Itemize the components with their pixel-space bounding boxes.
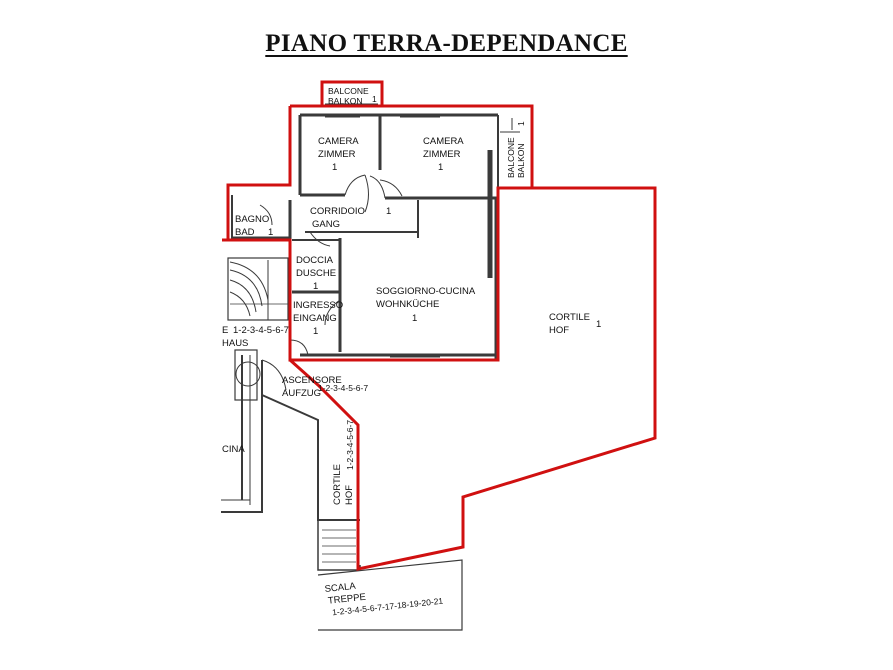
svg-text:GANG: GANG <box>312 219 340 230</box>
svg-text:1-2-3-4-5-6-7: 1-2-3-4-5-6-7 <box>318 383 368 393</box>
room-balcone-side: BALCONE BALKON 1 <box>506 121 526 178</box>
svg-text:1: 1 <box>386 206 391 217</box>
svg-text:AUFZUG: AUFZUG <box>282 388 321 399</box>
room-soggiorno: SOGGIORNO-CUCINA WOHNKÜCHE 1 <box>376 286 476 324</box>
room-haus: E 1-2-3-4-5-6-7 HAUS <box>222 325 289 349</box>
svg-text:DOCCIA: DOCCIA <box>296 255 334 266</box>
svg-text:ZIMMER: ZIMMER <box>318 149 356 160</box>
svg-text:1-2-3-4-5-6-7: 1-2-3-4-5-6-7 <box>233 325 289 336</box>
svg-text:BALKON: BALKON <box>516 144 526 179</box>
room-ingresso: INGRESSO EINGANG 1 <box>293 300 343 337</box>
room-cortile-side: CORTILE HOF 1-2-3-4-5-6-7 <box>332 420 355 505</box>
svg-text:BALCONE: BALCONE <box>328 86 369 96</box>
svg-text:CORTILE: CORTILE <box>549 312 590 323</box>
room-camera-right: CAMERA ZIMMER 1 <box>423 136 464 173</box>
svg-text:BALCONE: BALCONE <box>506 137 516 178</box>
room-camera-left: CAMERA ZIMMER 1 <box>318 136 359 173</box>
svg-text:CINA: CINA <box>222 444 245 455</box>
svg-text:ZIMMER: ZIMMER <box>423 149 461 160</box>
room-doccia: DOCCIA DUSCHE 1 <box>296 255 336 292</box>
room-cortile-main: CORTILE HOF 1 <box>549 312 601 336</box>
svg-text:1: 1 <box>412 313 417 324</box>
svg-text:1: 1 <box>516 121 526 126</box>
plan-title: PIANO TERRA-DEPENDANCE <box>265 30 628 57</box>
room-bagno: BAGNO BAD 1 <box>235 214 273 238</box>
svg-text:1: 1 <box>313 326 318 337</box>
svg-text:CAMERA: CAMERA <box>423 136 464 147</box>
svg-text:BAD: BAD <box>235 227 255 238</box>
svg-text:1: 1 <box>268 227 273 238</box>
svg-text:HOF: HOF <box>344 485 355 505</box>
svg-text:1: 1 <box>372 94 377 104</box>
svg-text:CAMERA: CAMERA <box>318 136 359 147</box>
svg-text:WOHNKÜCHE: WOHNKÜCHE <box>376 299 439 310</box>
svg-text:1: 1 <box>332 162 337 173</box>
svg-text:SCALA: SCALA <box>324 581 357 595</box>
room-corridoio: CORRIDOIO GANG 1 <box>310 206 391 230</box>
svg-text:HOF: HOF <box>549 325 569 336</box>
svg-text:1: 1 <box>313 281 318 292</box>
base-walls <box>221 103 520 631</box>
cortile-boundary <box>289 186 657 571</box>
svg-text:BALKON: BALKON <box>328 96 363 106</box>
svg-text:E: E <box>222 325 228 336</box>
svg-text:DUSCHE: DUSCHE <box>296 268 336 279</box>
svg-text:INGRESSO: INGRESSO <box>293 300 343 311</box>
svg-text:ASCENSORE: ASCENSORE <box>282 375 342 386</box>
svg-text:HAUS: HAUS <box>222 338 248 349</box>
svg-text:EINGANG: EINGANG <box>293 313 337 324</box>
svg-text:BAGNO: BAGNO <box>235 214 269 225</box>
room-scala: SCALA TREPPE 1-2-3-4-5-6-7-17-18-19-20-2… <box>324 581 444 618</box>
svg-text:CORTILE: CORTILE <box>332 464 343 505</box>
room-cina: CINA <box>222 444 245 455</box>
svg-text:1: 1 <box>438 162 443 173</box>
room-ascensore: ASCENSORE AUFZUG 1-2-3-4-5-6-7 <box>282 375 368 399</box>
svg-text:CORRIDOIO: CORRIDOIO <box>310 206 365 217</box>
svg-text:1: 1 <box>596 319 601 330</box>
svg-text:1-2-3-4-5-6-7: 1-2-3-4-5-6-7 <box>345 420 355 470</box>
svg-text:SOGGIORNO-CUCINA: SOGGIORNO-CUCINA <box>376 286 476 297</box>
room-balcone-top: BALCONE BALKON 1 <box>328 86 377 106</box>
svg-text:TREPPE: TREPPE <box>327 592 366 607</box>
